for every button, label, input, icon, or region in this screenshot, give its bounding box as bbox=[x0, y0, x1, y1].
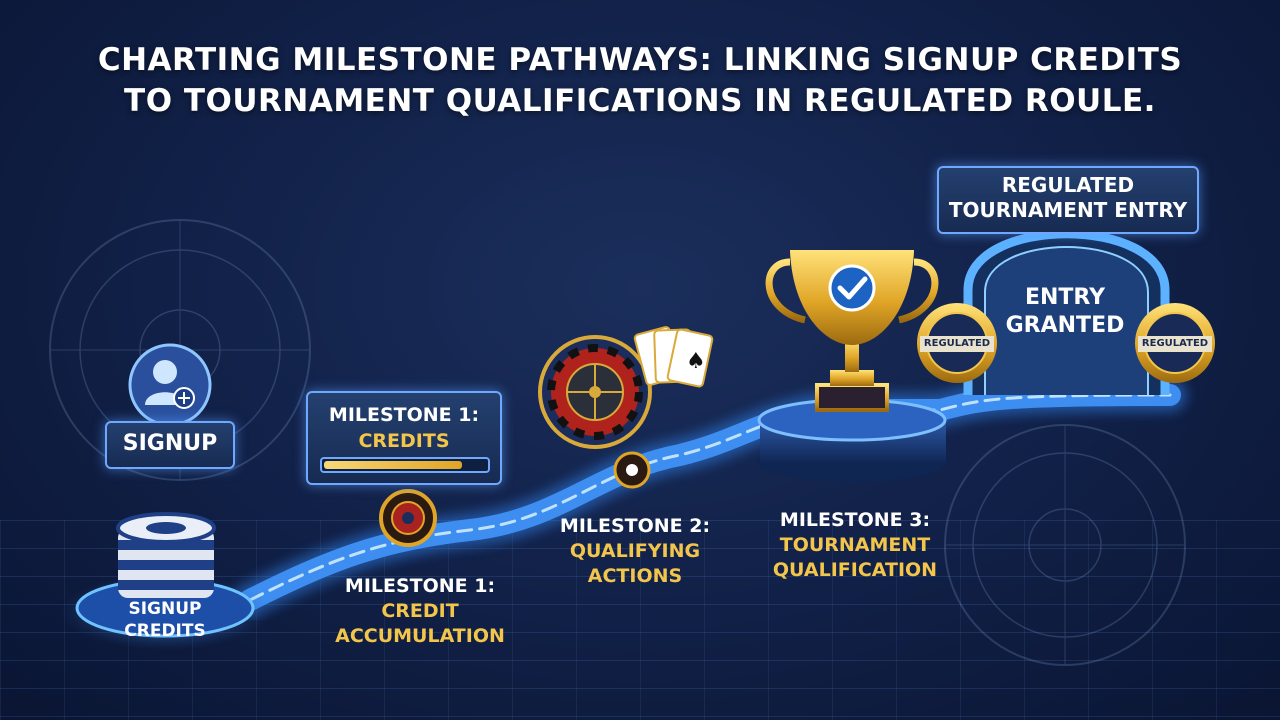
entry-granted-line-1: ENTRY bbox=[1024, 285, 1106, 310]
regulated-badge-icon bbox=[1135, 303, 1215, 383]
milestone3-line-3: QUALIFICATION bbox=[772, 559, 938, 581]
signup-credits-line-2: CREDITS bbox=[124, 621, 206, 641]
milestone1-card-line-2: CREDITS bbox=[358, 430, 450, 452]
entry-banner: REGULATED TOURNAMENT ENTRY bbox=[937, 166, 1199, 234]
title-line-1: CHARTING MILESTONE PATHWAYS: LINKING SIG… bbox=[97, 42, 1183, 78]
entry-granted-label: ENTRY GRANTED bbox=[990, 284, 1140, 340]
pedestal bbox=[757, 398, 947, 482]
progress-bar-track bbox=[320, 457, 490, 473]
badge-right-text: REGULATED bbox=[1141, 338, 1209, 349]
milestone1-line-1: MILESTONE 1: bbox=[344, 575, 496, 597]
signup-credits-line-1: SIGNUP bbox=[128, 599, 202, 619]
add-user-icon bbox=[128, 343, 212, 427]
milestone1-card-line-1: MILESTONE 1: bbox=[328, 404, 480, 426]
milestone2-line-2: QUALIFYING bbox=[569, 540, 701, 562]
glowing-pathway bbox=[233, 378, 1187, 617]
regulated-badge-icon bbox=[917, 303, 997, 383]
entry-banner-line-2: TOURNAMENT ENTRY bbox=[948, 198, 1188, 222]
signup-label-box: SIGNUP bbox=[105, 421, 235, 469]
milestone2-line-3: ACTIONS bbox=[587, 565, 683, 587]
chip-stack-icon bbox=[116, 512, 216, 598]
milestone3-line-2: TOURNAMENT bbox=[779, 534, 931, 556]
milestone3-label: MILESTONE 3: TOURNAMENT QUALIFICATION bbox=[755, 508, 955, 583]
roulette-wheel-icon bbox=[538, 335, 652, 449]
check-icon bbox=[828, 264, 876, 312]
signup-label: SIGNUP bbox=[122, 431, 218, 456]
milestone1-line-2: CREDIT bbox=[381, 600, 459, 622]
title-line-2: TO TOURNAMENT QUALIFICATIONS IN REGULATE… bbox=[124, 83, 1156, 119]
progress-bar-fill bbox=[324, 461, 462, 469]
milestone2-label: MILESTONE 2: QUALIFYING ACTIONS bbox=[535, 514, 735, 589]
entry-arch bbox=[963, 229, 1170, 395]
milestone1-label: MILESTONE 1: CREDIT ACCUMULATION bbox=[320, 574, 520, 649]
entry-banner-line-1: REGULATED bbox=[1001, 173, 1135, 197]
roulette-coin-icon bbox=[379, 489, 437, 547]
milestone3-line-1: MILESTONE 3: bbox=[779, 509, 931, 531]
milestone2-line-1: MILESTONE 2: bbox=[559, 515, 711, 537]
background-wheel-right bbox=[944, 424, 1186, 666]
signup-credits-label: SIGNUP CREDITS bbox=[100, 598, 230, 642]
milestone2-coin-icon bbox=[613, 451, 651, 489]
milestone1-line-3: ACCUMULATION bbox=[335, 625, 505, 647]
page-title: CHARTING MILESTONE PATHWAYS: LINKING SIG… bbox=[0, 40, 1280, 122]
playing-cards-icon: ♠ bbox=[633, 326, 714, 388]
entry-granted-line-2: GRANTED bbox=[1005, 313, 1125, 338]
badge-left-text: REGULATED bbox=[923, 338, 991, 349]
milestone1-card: MILESTONE 1: CREDITS bbox=[306, 391, 502, 485]
svg-text:♠: ♠ bbox=[686, 349, 706, 374]
